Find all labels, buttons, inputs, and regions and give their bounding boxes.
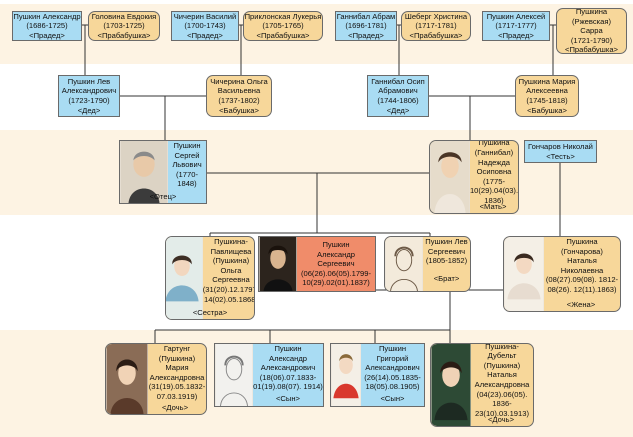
person-dubelt-natalya[interactable]: Пушкина- Дубельт (Пушкина) Наталья Алекс… bbox=[430, 343, 534, 427]
relation-label: <Мать> bbox=[479, 202, 507, 212]
relation-label: <Сын> bbox=[380, 394, 405, 404]
connector bbox=[397, 25, 400, 83]
person-pushkina-nadezhda[interactable]: Пушкина (Ганнибал) Надежда Осиповна (177… bbox=[429, 140, 519, 214]
person-label: Пушкин Лев Александрович (1723-1790) <Де… bbox=[61, 76, 117, 115]
person-golovina-evdokiya[interactable]: Головина Евдокия (1703-1725) <Прабабушка… bbox=[88, 11, 160, 41]
person-label: Приклонская Лукерья (1705-1765) <Прабабу… bbox=[244, 11, 322, 40]
portrait-image bbox=[166, 237, 203, 319]
portrait-image bbox=[259, 237, 297, 291]
person-pushkin-lev-1723[interactable]: Пушкин Лев Александрович (1723-1790) <Де… bbox=[58, 75, 120, 117]
person-label: Пушкин Лев Сергеевич (1805-1852) bbox=[425, 237, 468, 266]
person-label: Пушкина- Павлищева (Пушкина) Ольга Серге… bbox=[202, 237, 255, 304]
person-label: Пушкина (Гончарова) Наталья Николаевна (… bbox=[545, 237, 619, 294]
person-gannibal-abram[interactable]: Ганнибал Абрам (1696-1781) <Прадед> bbox=[335, 11, 397, 41]
person-chicherina-olga[interactable]: Чичерина Ольга Васильевна (1737-1802) <Б… bbox=[206, 75, 272, 117]
person-label: Пушкин Алексей (1717-1777) <Прадед> bbox=[486, 11, 546, 40]
person-pushkin-grigoriy[interactable]: Пушкин Григорий Александрович (26(14).05… bbox=[330, 343, 425, 407]
person-label: Пушкин Александр Сергеевич (06(26).06(05… bbox=[300, 240, 372, 288]
relation-label: <Жена> bbox=[566, 300, 596, 310]
person-pushkina-sarra[interactable]: Пушкина (Ржевская) Сарра (1721-1790) <Пр… bbox=[556, 8, 627, 54]
person-label: Ганнибал Осип Абрамович (1744-1806) <Дед… bbox=[371, 76, 425, 115]
person-label: Гончаров Николай <Тесть> bbox=[528, 141, 593, 161]
relation-label: <Сестра> bbox=[192, 308, 228, 318]
relation-label: <Дочь> bbox=[161, 403, 189, 413]
person-label: Пушкина (Ржевская) Сарра (1721-1790) <Пр… bbox=[565, 8, 618, 54]
person-priklonskaya-lukeriya[interactable]: Приклонская Лукерья (1705-1765) <Прабабу… bbox=[243, 11, 323, 41]
relation-label: <Сын> bbox=[275, 394, 300, 404]
relation-label: <Брат> bbox=[433, 273, 460, 283]
portrait-image bbox=[504, 237, 544, 311]
person-label: Пушкина Мария Алексеевна (1745-1818) <Ба… bbox=[518, 76, 576, 115]
person-goncharov-nikolay[interactable]: Гончаров Николай <Тесть> bbox=[524, 140, 597, 163]
person-label: Пушкин Григорий Александрович (26(14).05… bbox=[364, 344, 421, 392]
portrait-image bbox=[385, 237, 423, 291]
person-label: Пушкин Сергей Львович (1770- 1848) bbox=[172, 141, 202, 189]
person-label: Пушкина- Дубельт (Пушкина) Наталья Алекс… bbox=[474, 343, 530, 418]
person-label: Гартунг (Пушкина) Мария Александровна (3… bbox=[148, 344, 206, 401]
person-pushkina-natalya-goncharova[interactable]: Пушкина (Гончарова) Наталья Николаевна (… bbox=[503, 236, 621, 312]
person-chicherin-vasiliy[interactable]: Чичерин Василий (1700-1743) <Прадед> bbox=[171, 11, 239, 41]
person-label: Чичерин Василий (1700-1743) <Прадед> bbox=[173, 11, 237, 40]
portrait-image bbox=[106, 344, 148, 414]
portrait-image bbox=[120, 141, 168, 203]
person-pushkin-aleksey[interactable]: Пушкин Алексей (1717-1777) <Прадед> bbox=[482, 11, 550, 41]
person-label: Пушкин Александр (1686-1725) <Прадед> bbox=[13, 11, 81, 40]
person-label: Пушкин Александр Александрович (18(06).0… bbox=[253, 344, 323, 392]
person-gartung-mariya[interactable]: Гартунг (Пушкина) Мария Александровна (3… bbox=[105, 343, 207, 415]
portrait-image bbox=[331, 344, 361, 406]
portrait-image bbox=[430, 141, 470, 213]
person-pushkin-aleksandr-1686[interactable]: Пушкин Александр (1686-1725) <Прадед> bbox=[12, 11, 82, 41]
person-sheberg-hristina[interactable]: Шеберг Христина (1717-1781) <Прабабушка> bbox=[401, 11, 471, 41]
person-pushkin-aleksandr-sergeevich[interactable]: Пушкин Александр Сергеевич (06(26).06(05… bbox=[258, 236, 376, 292]
person-gannibal-osip[interactable]: Ганнибал Осип Абрамович (1744-1806) <Дед… bbox=[367, 75, 429, 117]
person-label: Пушкина (Ганнибал) Надежда Осиповна (177… bbox=[469, 140, 519, 205]
portrait-image bbox=[215, 344, 253, 406]
person-pushkin-lev-sergeevich[interactable]: Пушкин Лев Сергеевич (1805-1852) <Брат> bbox=[384, 236, 471, 292]
person-label: Шеберг Христина (1717-1781) <Прабабушка> bbox=[404, 11, 468, 40]
relation-label: <Дочь> bbox=[487, 415, 515, 425]
person-pushkina-mariya-1745[interactable]: Пушкина Мария Алексеевна (1745-1818) <Ба… bbox=[515, 75, 579, 117]
portrait-image bbox=[431, 344, 471, 426]
person-label: Ганнибал Абрам (1696-1781) <Прадед> bbox=[336, 11, 396, 40]
person-pushkin-aleksandr-1833[interactable]: Пушкин Александр Александрович (18(06).0… bbox=[214, 343, 324, 407]
person-pushkin-sergey[interactable]: Пушкин Сергей Львович (1770- 1848) <Отец… bbox=[119, 140, 207, 204]
person-label: Чичерина Ольга Васильевна (1737-1802) <Б… bbox=[210, 76, 268, 115]
relation-label: <Отец> bbox=[149, 192, 177, 202]
person-label: Головина Евдокия (1703-1725) <Прабабушка… bbox=[91, 11, 157, 40]
connector bbox=[82, 25, 86, 83]
person-pavlishcheva-olga[interactable]: Пушкина- Павлищева (Пушкина) Ольга Серге… bbox=[165, 236, 255, 320]
